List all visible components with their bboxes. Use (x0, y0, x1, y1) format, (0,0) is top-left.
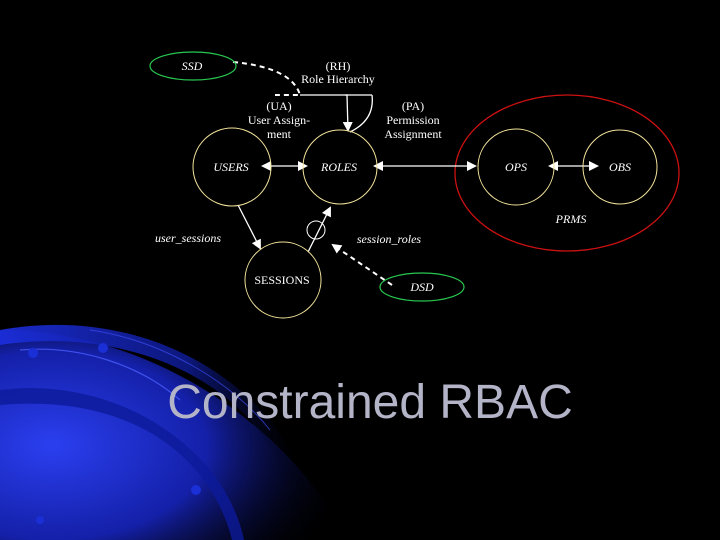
slide-title: Constrained RBAC (167, 376, 573, 429)
sessions-label: SESSIONS (254, 273, 309, 287)
ssd-label: SSD (182, 59, 203, 73)
user-sessions-label: user_sessions (155, 231, 221, 245)
users-node[interactable] (192, 127, 272, 207)
ops-label: OPS (505, 160, 527, 174)
pa-label-line-1: (PA) (402, 99, 424, 113)
dsd-edge (331, 243, 393, 286)
diagram-edges (232, 61, 599, 286)
swoosh-dot-3 (191, 485, 201, 495)
ssd-to-rh-edge (232, 61, 302, 96)
ua-label-line-2: User Assign- (248, 113, 310, 127)
swoosh-dot-4 (36, 516, 44, 524)
prms-label: PRMS (555, 212, 587, 226)
session-role-junction (306, 220, 326, 240)
dsd-label: DSD (409, 280, 434, 294)
rh-label-line-2: Role Hierarchy (301, 72, 375, 86)
roles-node[interactable] (302, 129, 378, 205)
users-label: USERS (213, 160, 248, 174)
roles-label: ROLES (320, 160, 357, 174)
ua-label-line-1: (UA) (266, 99, 291, 113)
obs-node[interactable] (582, 129, 658, 205)
background-swoosh (0, 324, 345, 540)
session-roles-edge (307, 206, 331, 253)
swoosh-dot-1 (28, 348, 38, 358)
rh-label-line-1: (RH) (326, 59, 351, 73)
diagram-nodes (192, 127, 658, 319)
role-hierarchy-loop (349, 94, 373, 133)
sessions-node[interactable] (244, 241, 322, 319)
swoosh-dot-2 (98, 343, 108, 353)
permissions-ellipse (454, 94, 680, 252)
ua-label-line-3: ment (267, 127, 292, 141)
pa-label-line-3: Assignment (384, 127, 442, 141)
dsd-ellipse[interactable] (379, 272, 465, 302)
ops-node[interactable] (477, 128, 555, 206)
session-roles-label: session_roles (357, 232, 422, 246)
user-sessions-edge (237, 204, 261, 250)
ssd-ellipse[interactable] (149, 51, 237, 81)
pa-label-line-2: Permission (386, 113, 439, 127)
obs-label: OBS (609, 160, 631, 174)
